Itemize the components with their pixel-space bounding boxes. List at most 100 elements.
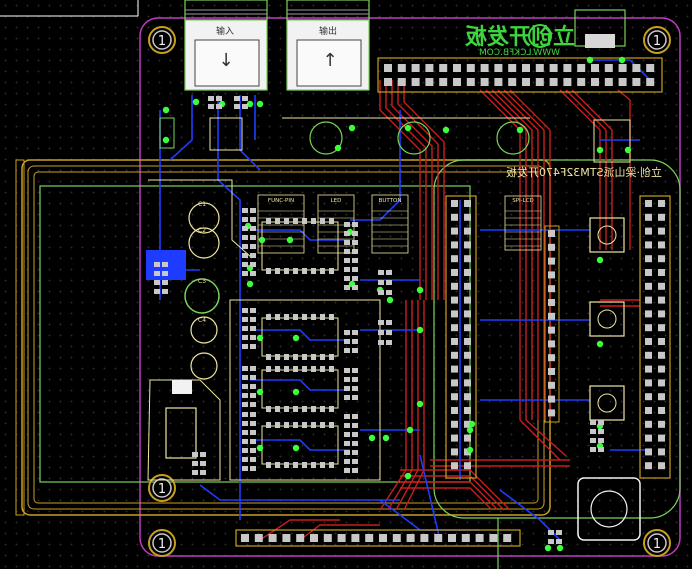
header-pad xyxy=(632,78,641,86)
via xyxy=(256,334,264,342)
smd-pad xyxy=(154,271,160,276)
ic-pad xyxy=(266,406,271,412)
smd-pad xyxy=(216,96,222,101)
button-table: BUTTON xyxy=(371,194,409,254)
via xyxy=(292,388,300,396)
smd-pad xyxy=(590,429,596,434)
smd-pad xyxy=(242,308,248,313)
header-pad xyxy=(464,213,471,221)
ic-pad xyxy=(329,314,334,320)
mirror-board-note: 立创·梁山派STM32F470开发板 xyxy=(506,165,662,179)
logo-emblem-icon xyxy=(528,24,552,48)
header-pad xyxy=(658,462,665,470)
bottom-pin-header xyxy=(235,529,521,547)
smd-pad xyxy=(598,420,604,425)
ic-pad xyxy=(266,314,271,320)
ic-pad xyxy=(284,218,289,224)
smd-pad xyxy=(242,208,248,213)
smd-pad xyxy=(352,441,358,446)
smd-pad xyxy=(250,421,256,426)
header-pad xyxy=(494,64,503,72)
smd-pad xyxy=(352,348,358,353)
ic-pad xyxy=(284,268,289,274)
smd-pad xyxy=(250,208,256,213)
header-pad xyxy=(434,534,443,542)
smd-pad xyxy=(378,330,384,335)
header-pad xyxy=(658,324,665,332)
header-pad xyxy=(508,78,517,86)
mount-hole: 1 xyxy=(148,474,176,502)
ic-pad xyxy=(293,354,298,360)
header-pad xyxy=(548,381,555,389)
ic-pad xyxy=(311,314,316,320)
header-pad xyxy=(658,379,665,387)
svg-text:C1: C1 xyxy=(198,201,206,208)
smd-pad xyxy=(250,308,256,313)
smd-pad xyxy=(242,271,248,276)
header-pad xyxy=(548,285,555,293)
header-pad xyxy=(645,338,652,345)
via xyxy=(368,434,376,442)
smd-pad xyxy=(352,395,358,400)
ic-pad xyxy=(293,268,298,274)
smd-pad xyxy=(242,375,248,380)
smd-pad xyxy=(242,226,248,231)
smd-pad xyxy=(344,285,350,290)
smd-pad xyxy=(344,249,350,254)
header-pad xyxy=(451,200,458,207)
header-pad xyxy=(548,409,555,417)
header-pad xyxy=(548,299,555,306)
header-pad xyxy=(464,338,471,345)
tact-buttons xyxy=(577,217,641,541)
ic-pad xyxy=(311,406,316,412)
smd-pad xyxy=(250,317,256,322)
smd-pad xyxy=(352,258,358,263)
header-pad xyxy=(310,534,318,542)
smd-pad xyxy=(590,438,596,443)
header-pad xyxy=(548,395,555,403)
header-pad xyxy=(645,448,652,456)
smd-pad xyxy=(250,439,256,444)
header-pad xyxy=(618,64,627,72)
ic-pad xyxy=(293,314,298,320)
header-pad xyxy=(365,534,374,542)
via xyxy=(404,472,412,480)
smd-pad xyxy=(242,430,248,435)
header-pad xyxy=(464,310,471,318)
header-pad xyxy=(618,78,627,86)
smd-pad xyxy=(344,348,350,353)
header-pad xyxy=(411,64,420,72)
ic-pad xyxy=(320,406,325,412)
header-pad xyxy=(658,338,665,345)
smd-pad xyxy=(250,430,256,435)
header-pad xyxy=(658,448,665,456)
smd-pad xyxy=(242,262,248,267)
header-pad xyxy=(448,534,456,542)
ic-pad xyxy=(320,218,325,224)
header-pad xyxy=(464,379,471,387)
header-pad xyxy=(241,534,249,542)
smd-pad xyxy=(378,270,384,275)
header-pad xyxy=(451,296,458,304)
smd-pad xyxy=(352,368,358,373)
via xyxy=(586,56,594,64)
ic-pad xyxy=(275,268,280,274)
via xyxy=(442,126,450,134)
smd-pad xyxy=(352,423,358,428)
ic-pad xyxy=(329,354,334,360)
mount-hole: 1 xyxy=(643,26,671,54)
header-pad xyxy=(464,282,471,290)
header-pad xyxy=(645,324,652,332)
ic-pad xyxy=(329,462,334,468)
header-pad xyxy=(658,393,665,401)
header-pad xyxy=(384,64,392,72)
smd-pad xyxy=(242,402,248,407)
smd-pad xyxy=(344,386,350,391)
smd-pad xyxy=(386,270,392,275)
ic-pad xyxy=(275,462,280,468)
header-pad xyxy=(658,434,665,442)
smd-pad xyxy=(344,330,350,335)
via xyxy=(596,340,604,348)
header-pad xyxy=(464,393,471,401)
header-pad xyxy=(548,340,555,348)
